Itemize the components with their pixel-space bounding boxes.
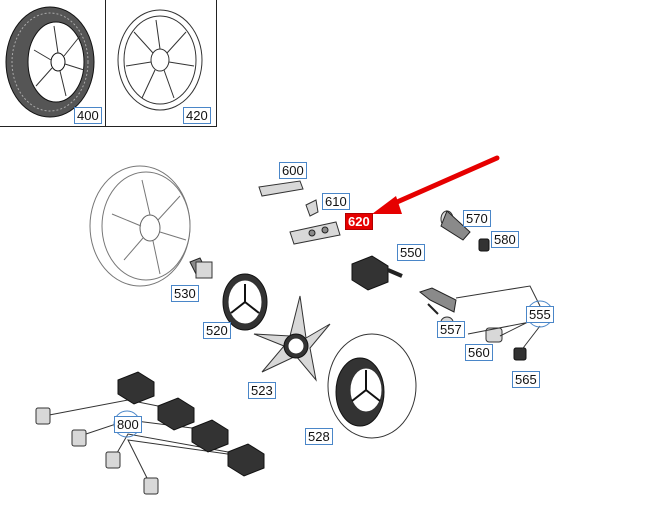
valve-cap xyxy=(478,238,490,252)
tire-wheel-thumbnail xyxy=(5,6,95,118)
lug-bolt xyxy=(189,257,213,279)
label-555[interactable]: 555 xyxy=(526,306,554,323)
label-560[interactable]: 560 xyxy=(465,344,493,361)
label-523[interactable]: 523 xyxy=(248,382,276,399)
label-570[interactable]: 570 xyxy=(463,210,491,227)
label-530[interactable]: 530 xyxy=(171,285,199,302)
hub-cap xyxy=(222,273,268,331)
star-trim-cover xyxy=(253,295,331,382)
wheel-rim-outline xyxy=(89,165,191,287)
highlight-arrow xyxy=(372,155,500,214)
label-600[interactable]: 600 xyxy=(279,162,307,179)
balance-weight xyxy=(258,180,304,197)
wheel-center-cover xyxy=(327,333,417,439)
label-800[interactable]: 800 xyxy=(114,416,142,433)
label-550[interactable]: 550 xyxy=(397,244,425,261)
label-420[interactable]: 420 xyxy=(183,107,211,124)
label-610[interactable]: 610 xyxy=(322,193,350,210)
rim-thumbnail xyxy=(117,9,203,111)
valve-insert xyxy=(513,347,527,361)
sensor-kit xyxy=(35,371,265,495)
label-557[interactable]: 557 xyxy=(437,321,465,338)
label-580[interactable]: 580 xyxy=(491,231,519,248)
sensor-plate xyxy=(289,221,341,245)
label-565[interactable]: 565 xyxy=(512,371,540,388)
label-400[interactable]: 400 xyxy=(74,107,102,124)
label-528[interactable]: 528 xyxy=(305,428,333,445)
label-620[interactable]: 620 xyxy=(345,213,373,230)
valve-stem xyxy=(440,210,471,241)
clip-part xyxy=(305,199,319,217)
tpms-sensor xyxy=(351,255,403,291)
label-520[interactable]: 520 xyxy=(203,322,231,339)
